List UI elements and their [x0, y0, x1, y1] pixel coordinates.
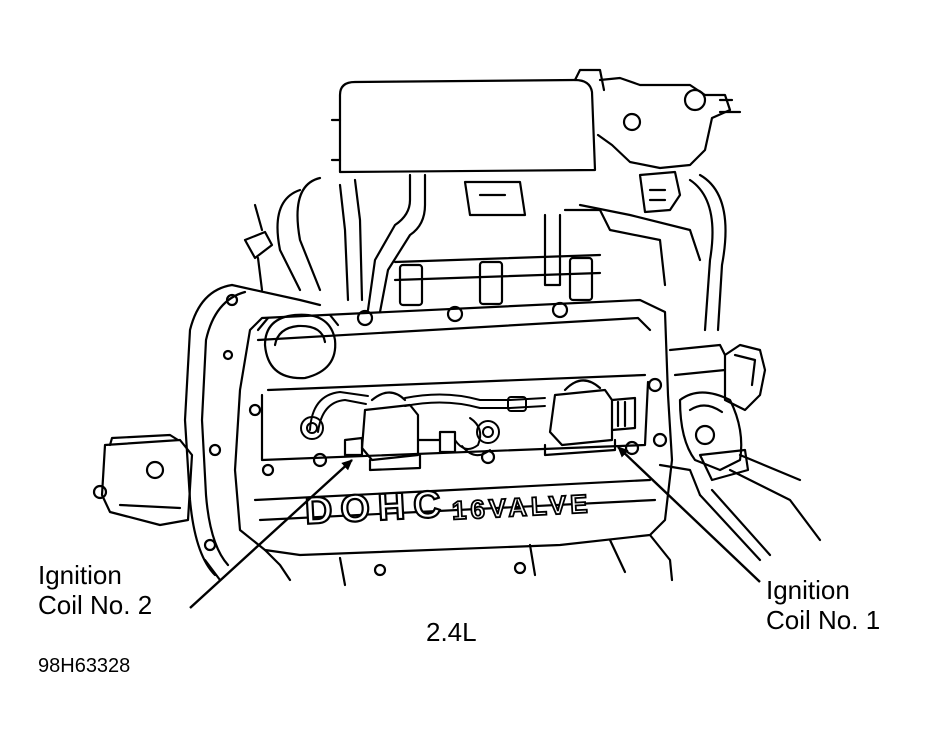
cover-text-dohc: DOHC	[304, 483, 450, 532]
engine-size-label: 2.4L	[426, 617, 477, 647]
coil-1-arrow	[617, 446, 761, 583]
figure-id: 98H63328	[38, 655, 131, 677]
left-sensor	[243, 203, 274, 292]
spark-plug-wires	[300, 391, 546, 457]
ignition-coil-2-label: Ignition Coil No. 2	[38, 560, 152, 620]
coil-2-label-line-1: Ignition	[38, 560, 122, 590]
callout-arrows	[189, 446, 761, 609]
coil-1-label-line-2: Coil No. 1	[766, 605, 881, 635]
timing-belt-cover	[183, 283, 322, 577]
intake-runners	[276, 173, 727, 332]
ignition-coil-1-label: Ignition Coil No. 1	[766, 575, 880, 635]
engine-mount-bracket	[92, 433, 194, 527]
fuel-injectors	[393, 253, 602, 307]
thermostat-housing	[658, 343, 767, 497]
ignition-coil-1	[543, 379, 637, 457]
coil-1-label-line-1: Ignition	[766, 575, 850, 605]
air-intake-box	[330, 68, 606, 174]
cover-text-valve: 16VALVE	[451, 488, 592, 525]
cover-emblem: DOHC 16VALVE	[303, 482, 593, 534]
engine-block-lower	[203, 453, 822, 587]
coil-2-label-line-2: Coil No. 2	[38, 590, 153, 620]
coil-2-arrow	[189, 459, 353, 609]
throttle-assembly	[596, 76, 742, 214]
oil-filler-cap	[256, 313, 340, 380]
